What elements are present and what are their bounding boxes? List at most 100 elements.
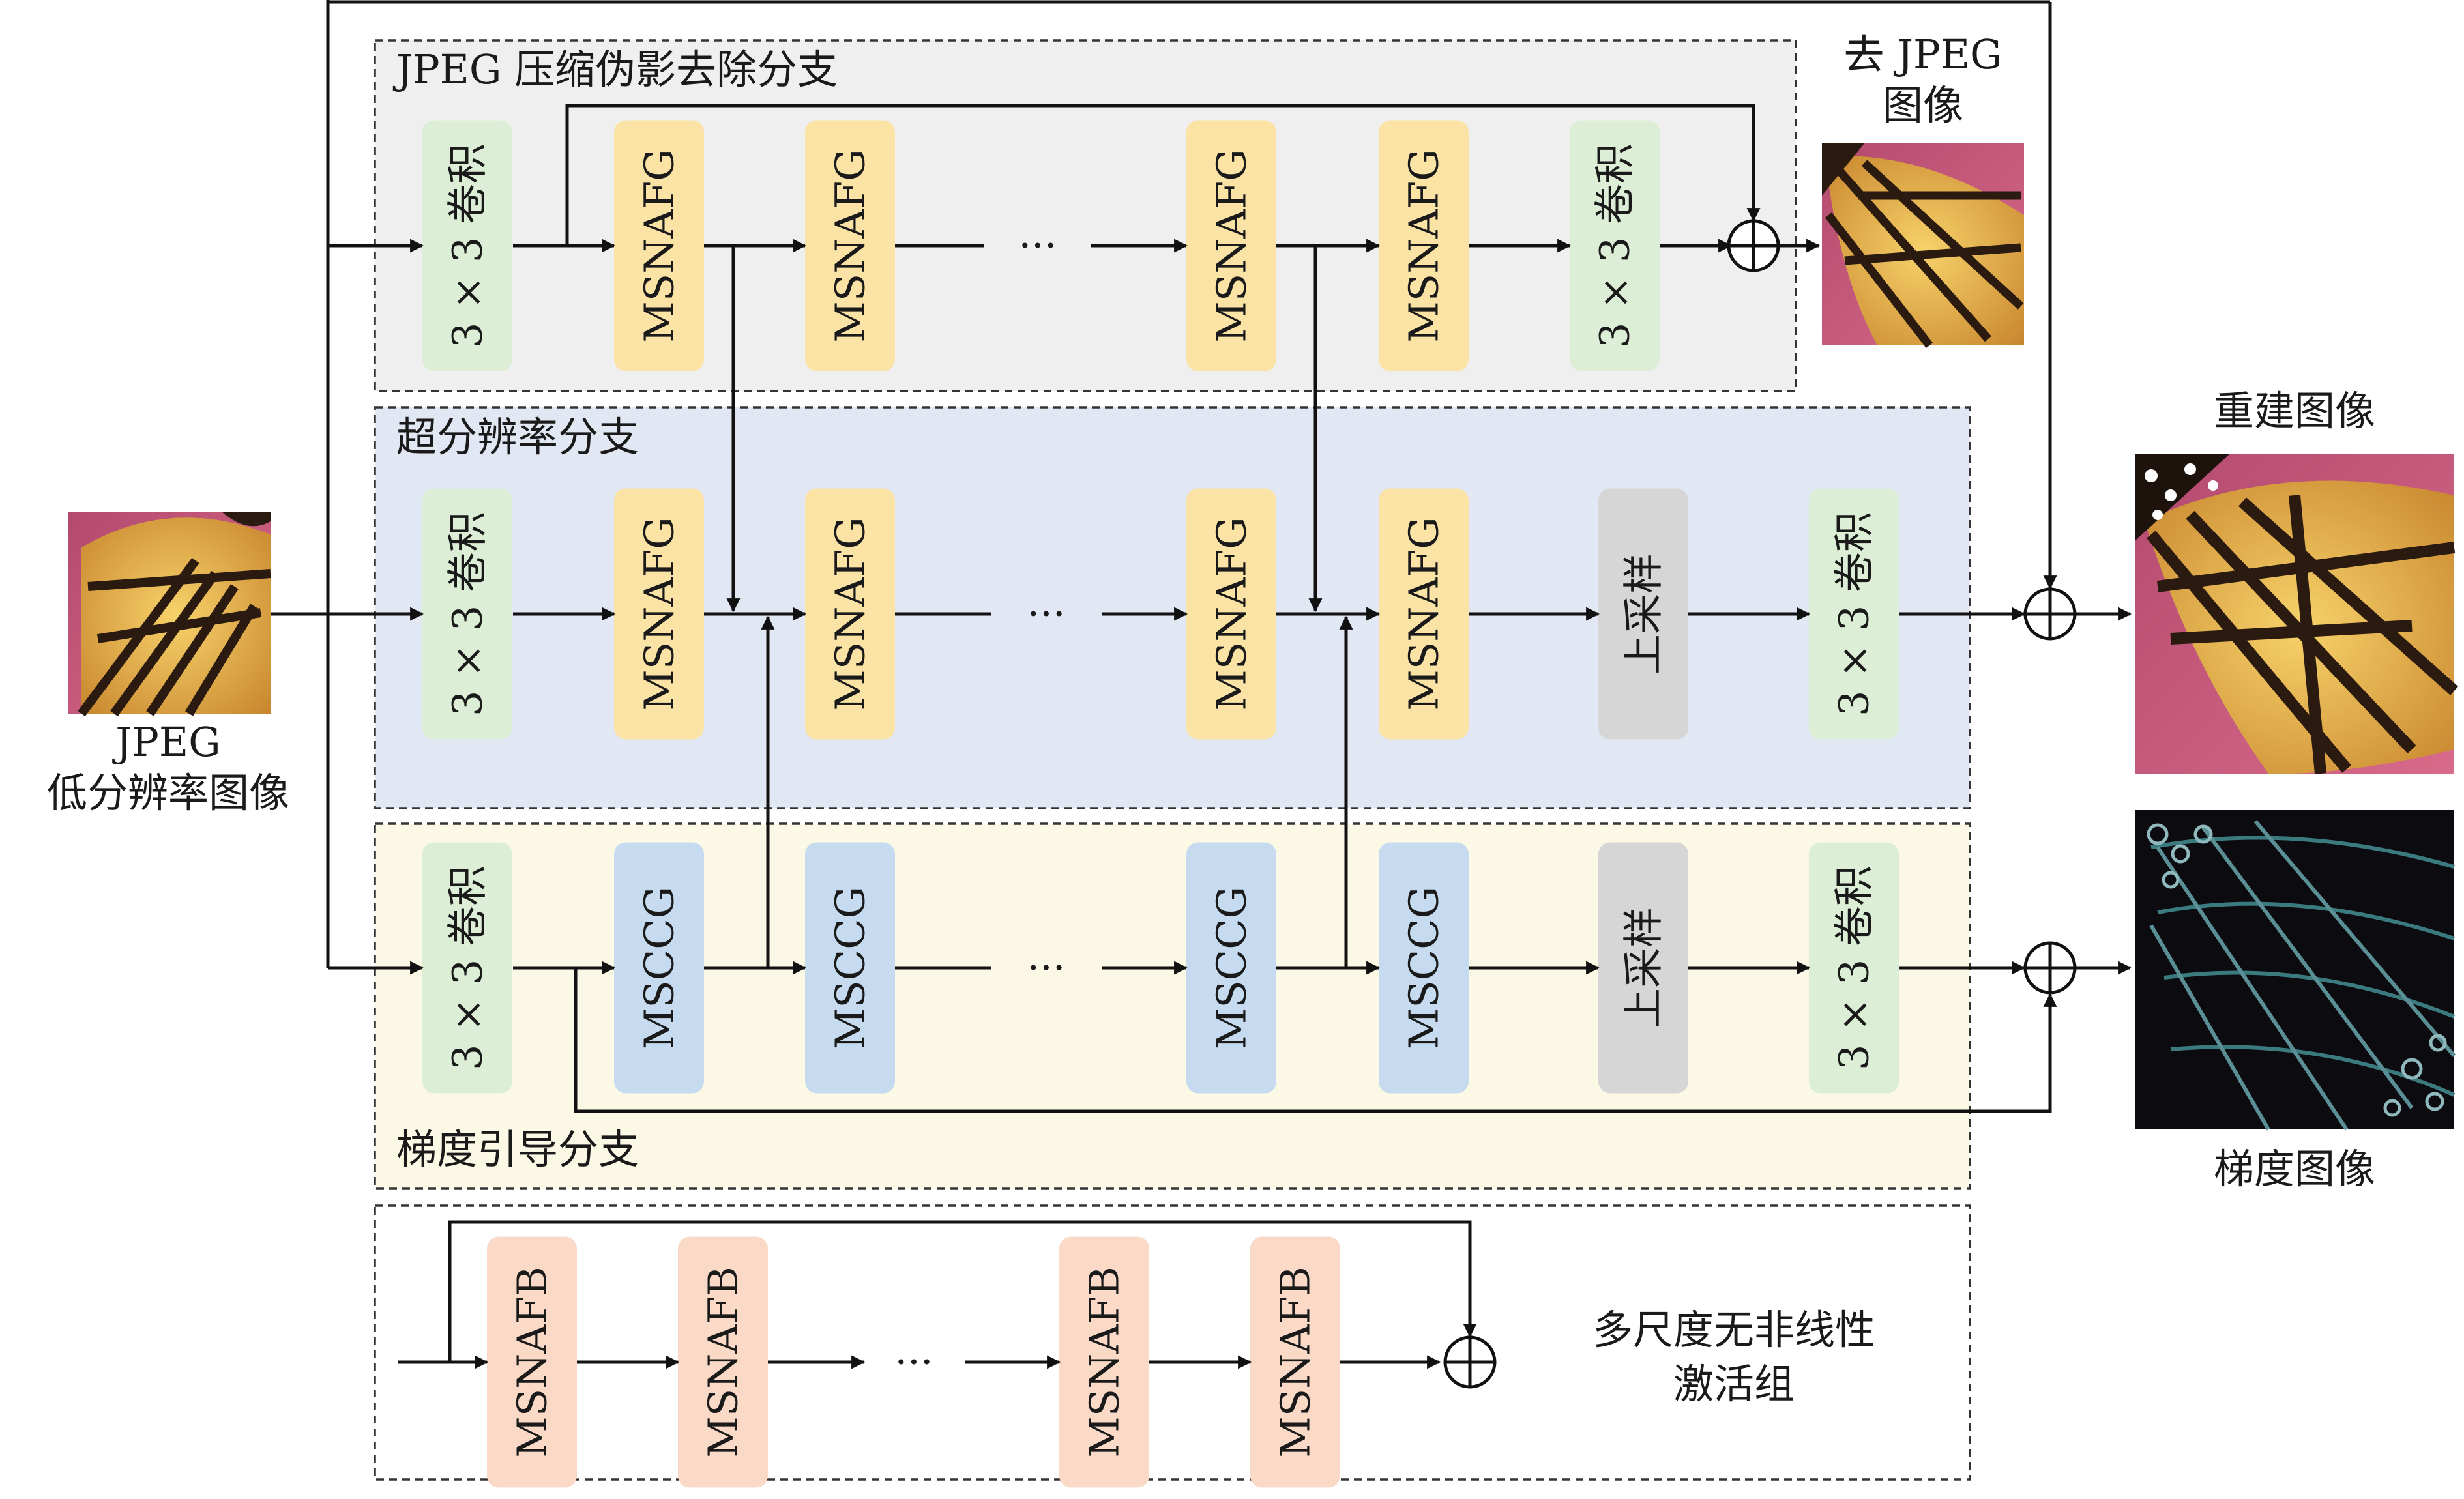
jpeg-msnafg-block-5: MSNAFG [1379, 120, 1469, 371]
jpeg-branch-title: JPEG 压缩伪影去除分支 [392, 46, 838, 93]
input-image [68, 512, 271, 717]
grad-conv-block-1-label: 3 × 3 卷积 [444, 866, 491, 1070]
grad-msccg-block-5-box [1379, 842, 1469, 1094]
jpeg-conv-block-6-label: 3 × 3 卷积 [1591, 143, 1639, 348]
group-legend-line1: 多尺度无非线性 [1592, 1306, 1875, 1354]
wire-layer [271, 0, 2132, 1369]
dejpeg-label-line2: 图像 [1883, 81, 1963, 129]
grad-msccg-block-4-label: MSCCG [1208, 886, 1255, 1049]
group-msnafb-block-4-box [1250, 1236, 1340, 1488]
group-msnafb-block-3: MSNAFB [1059, 1236, 1149, 1488]
grad-msccg-block-4: MSCCG [1186, 842, 1276, 1094]
gradient-label: 梯度图像 [2214, 1145, 2375, 1193]
sr-msnafg-block-4: MSNAFG [1186, 488, 1276, 740]
grad-skip-connection [567, 966, 2057, 1113]
jpeg-msnafg-block-3: MSNAFG [805, 120, 895, 371]
jpeg-msnafg-block-3-label: MSNAFG [827, 149, 874, 343]
jpeg-msnafg-block-5-label: MSNAFG [1400, 149, 1448, 343]
jpeg-msnafg-block-4-box [1186, 120, 1276, 371]
grad-msccg-block-5-label: MSCCG [1400, 886, 1448, 1049]
jpeg-msnafg-block-4: MSNAFG [1186, 120, 1276, 371]
adder-grad [2023, 941, 2077, 995]
jpeg-conv-block-6: 3 × 3 卷积 [1570, 120, 1660, 371]
group-msnafb-block-3-box [1059, 1236, 1149, 1488]
sr-conv-block-7: 3 × 3 卷积 [1809, 488, 1899, 740]
jpeg-msnafg-block-5-box [1379, 120, 1469, 371]
jpeg-conv-block-6-box [1570, 120, 1660, 371]
sr-ellipsis: ··· [1027, 590, 1065, 637]
sr-msnafg-block-5: MSNAFG [1379, 488, 1469, 740]
jpeg-msnafg-block-2-label: MSNAFG [636, 149, 683, 343]
group-msnafb-block-2-box [678, 1236, 768, 1488]
grad-conv-block-1: 3 × 3 卷积 [422, 842, 512, 1094]
grad-conv-block-7: 3 × 3 卷积 [1809, 842, 1899, 1094]
sr-msnafg-block-4-label: MSNAFG [1208, 517, 1255, 711]
grad-msccg-block-2-label: MSCCG [636, 886, 683, 1049]
sr-msnafg-block-3: MSNAFG [805, 488, 895, 740]
jpeg-msnafg-block-2: MSNAFG [614, 120, 704, 371]
grad-msccg-block-2-box [614, 842, 704, 1094]
jpeg-skip-connection [565, 104, 1761, 246]
group-msnafb-block-4-label: MSNAFB [1272, 1266, 1319, 1458]
sr-branch-title: 超分辨率分支 [396, 413, 639, 461]
block-layer: 3 × 3 卷积 MSNAFG MSNAFG MSNAFG MSNAFG 3 × 3 卷积… [422, 120, 1899, 1488]
sr-conv-block-7-label: 3 × 3 卷积 [1830, 512, 1878, 716]
grad-msccg-block-3-label: MSCCG [827, 886, 874, 1049]
reconstructed-image [2135, 454, 2458, 774]
group-msnafb-block-1-box [487, 1236, 577, 1488]
adder-jpeg [1727, 219, 1780, 272]
grad-upsample-block-6-box [1598, 842, 1688, 1094]
grad-upsample-block-6-label: 上采样 [1620, 907, 1667, 1028]
jpeg-conv-block-1-label: 3 × 3 卷积 [444, 143, 491, 348]
jpeg-msnafg-block-2-box [614, 120, 704, 371]
grad-msccg-block-2: MSCCG [614, 842, 704, 1094]
sr-upsample-block-6: 上采样 [1598, 488, 1688, 740]
group-msnafb-block-2-label: MSNAFB [699, 1266, 747, 1458]
jpeg-branch-pane [374, 39, 1797, 392]
jpeg-msnafg-block-3-box [805, 120, 895, 371]
sr-msnafg-block-5-box [1379, 488, 1469, 740]
sr-msnafg-block-4-box [1186, 488, 1276, 740]
grad-conv-block-7-label: 3 × 3 卷积 [1830, 866, 1878, 1070]
grad-conv-block-1-box [422, 842, 512, 1094]
grad-msccg-block-3: MSCCG [805, 842, 895, 1094]
sr-msnafg-block-2: MSNAFG [614, 488, 704, 740]
grad-conv-block-7-box [1809, 842, 1899, 1094]
sr-upsample-block-6-box [1598, 488, 1688, 740]
dejpeg-image [1822, 143, 2024, 348]
sr-conv-block-7-box [1809, 488, 1899, 740]
group-skip-connection [448, 1220, 1477, 1362]
group-msnafb-block-4: MSNAFB [1250, 1236, 1340, 1488]
sr-msnafg-block-3-box [805, 488, 895, 740]
grad-branch-title: 梯度引导分支 [396, 1126, 639, 1173]
jpeg-ellipsis: ··· [1018, 222, 1057, 269]
input-label-line2: 低分辨率图像 [47, 769, 289, 817]
sr-msnafg-block-2-label: MSNAFG [636, 517, 683, 711]
sr-conv-block-1-label: 3 × 3 卷积 [444, 512, 491, 716]
dejpeg-label-line1: 去 JPEG [1843, 31, 2002, 78]
grad-upsample-block-6: 上采样 [1598, 842, 1688, 1094]
sr-conv-block-1: 3 × 3 卷积 [422, 488, 512, 740]
group-legend-line2: 激活组 [1673, 1360, 1795, 1408]
grad-msccg-block-3-box [805, 842, 895, 1094]
group-msnafb-block-1-label: MSNAFB [508, 1266, 556, 1458]
grad-msccg-block-4-box [1186, 842, 1276, 1094]
group-msnafb-block-2: MSNAFB [678, 1236, 768, 1488]
grad-msccg-block-5: MSCCG [1379, 842, 1469, 1094]
adder-sr [2023, 587, 2077, 641]
adder-group [1443, 1335, 1497, 1389]
sr-upsample-block-6-label: 上采样 [1620, 553, 1667, 675]
sr-msnafg-block-3-label: MSNAFG [827, 517, 874, 711]
sr-msnafg-block-5-label: MSNAFG [1400, 517, 1448, 711]
input-label-line1: JPEG [111, 718, 220, 766]
jpeg-msnafg-block-4-label: MSNAFG [1208, 149, 1255, 343]
sr-conv-block-1-box [422, 488, 512, 740]
sr-msnafg-block-2-box [614, 488, 704, 740]
group-ellipsis: ··· [894, 1338, 933, 1386]
jpeg-conv-block-1: 3 × 3 卷积 [422, 120, 512, 371]
jpeg-conv-block-1-box [422, 120, 512, 371]
gradient-image [2135, 810, 2456, 1131]
msnafb-group-pane [374, 1204, 1971, 1481]
reconstructed-label: 重建图像 [2214, 387, 2375, 435]
